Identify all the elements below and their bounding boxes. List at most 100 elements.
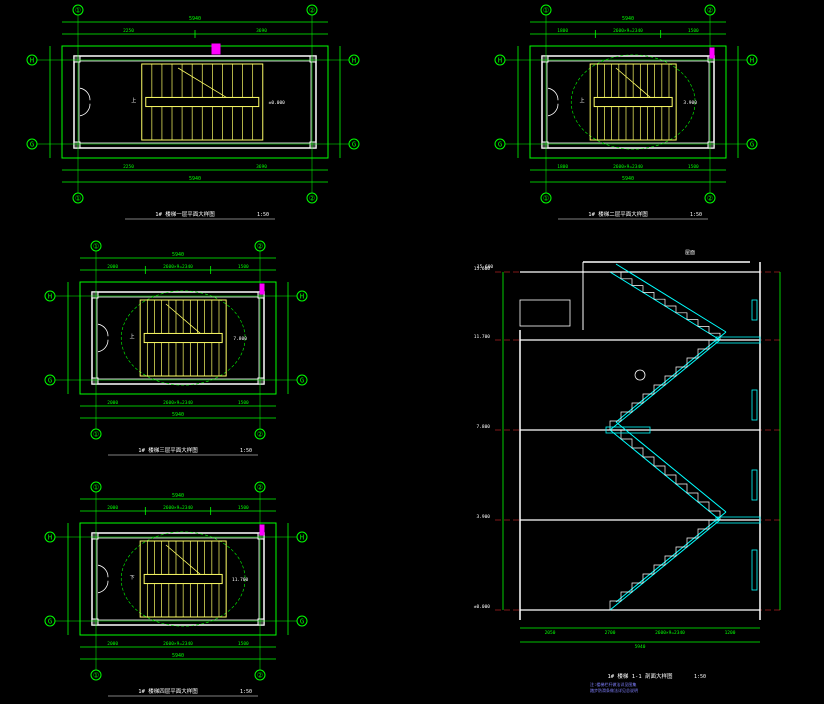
- plan-boundary: [529, 45, 727, 159]
- axis-bubble-top-left-label: ①: [93, 484, 99, 492]
- level-elevation: ±0.000: [474, 604, 491, 610]
- plan-boundary: [79, 522, 277, 636]
- section-scale: 1:50: [694, 674, 706, 680]
- structural-column: [309, 141, 317, 149]
- plan-boundary: [79, 281, 277, 395]
- plan-scale: 1:50: [240, 448, 252, 454]
- plan-wall-outer: [91, 532, 265, 626]
- structural-column: [73, 55, 81, 63]
- level-elevation: 3.900: [476, 514, 490, 520]
- door-swing: [97, 339, 109, 353]
- landing-slab: [605, 426, 651, 434]
- bottom-dimension: 1200: [725, 630, 736, 636]
- flight-handrail: [615, 331, 727, 423]
- section-cut-marker: [709, 47, 715, 59]
- stair-direction-label: 下: [130, 575, 135, 581]
- bottom-dimension: 2700: [605, 630, 616, 636]
- axis-bubble-left-top-label: H: [498, 57, 502, 65]
- dimension-part-top: 2000: [107, 264, 118, 270]
- plan-wall-outer: [73, 55, 317, 149]
- dimension-part-top: 1500: [238, 505, 249, 511]
- dimension-total-top: 5940: [189, 16, 201, 22]
- dimension-part-top: 2600×9=2340: [163, 505, 193, 511]
- structural-column: [309, 55, 317, 63]
- axis-bubble-left-top-label: H: [48, 293, 52, 301]
- axis-bubble-right-bottom-label: G: [750, 141, 754, 149]
- section-cut-marker: [259, 283, 265, 295]
- dimension-total-bottom: 5940: [172, 412, 184, 418]
- level-elevation: 11.700: [474, 334, 491, 340]
- dimension-part-bottom: 2600×9=2340: [613, 164, 643, 170]
- plan-boundary: [61, 45, 329, 159]
- axis-bubble-bottom-left-label: ①: [75, 195, 81, 203]
- roof-label: 屋面: [685, 250, 695, 256]
- section-note-2: 踏步防滑条做法详见总说明: [590, 687, 638, 693]
- plan-wall-inner: [96, 296, 260, 380]
- stair-handrail: [593, 96, 673, 108]
- landing-slab: [715, 336, 761, 344]
- axis-bubble-left-top-label: H: [30, 57, 34, 65]
- dimension-part-top: 2000: [107, 505, 118, 511]
- axis-bubble-bottom-left-label: ①: [93, 672, 99, 680]
- window: [751, 299, 758, 321]
- structural-column: [73, 141, 81, 149]
- axis-bubble-left-bottom-label: G: [498, 141, 502, 149]
- flight-steps: [609, 519, 720, 610]
- level-elevation: 15.600: [474, 266, 491, 272]
- plan-wall-inner: [96, 537, 260, 621]
- stair-flight: [141, 63, 264, 141]
- dimension-total-bottom: 5940: [189, 176, 201, 182]
- flight-steps: [609, 339, 720, 430]
- axis-bubble-right-top-label: H: [300, 293, 304, 301]
- axis-bubble-top-right-label: ②: [309, 7, 315, 15]
- section-note-1: 注:楼梯栏杆做法详见图集: [590, 681, 636, 687]
- stair-flight: [570, 54, 696, 150]
- stair-handrail: [143, 573, 223, 585]
- flight-handrail: [615, 421, 727, 513]
- bottom-dimension: 2050: [545, 630, 556, 636]
- dimension-part-bottom: 2600×9=2340: [163, 641, 193, 647]
- section-cut-marker: [259, 524, 265, 536]
- dimension-part-top: 1800: [557, 28, 568, 34]
- stair-flight: [120, 290, 246, 386]
- level-elevation: 7.800: [476, 424, 490, 430]
- turning-circle: [120, 290, 246, 386]
- flight-handrail: [615, 511, 727, 603]
- axis-bubble-bottom-left-label: ①: [93, 431, 99, 439]
- door-swing: [547, 87, 559, 101]
- dimension-total-top: 5940: [172, 493, 184, 499]
- axis-bubble-left-top-label: H: [48, 534, 52, 542]
- stair-break-line: [177, 67, 227, 98]
- axis-bubble-bottom-right-label: ②: [257, 672, 263, 680]
- axis-bubble-left-bottom-label: G: [30, 141, 34, 149]
- section-flight: [609, 421, 727, 521]
- floor-elevation-label: 7.800: [233, 336, 247, 342]
- dimension-total-top: 5940: [622, 16, 634, 22]
- dimension-part-top: 3690: [256, 28, 267, 34]
- plan-wall-outer: [91, 291, 265, 385]
- structural-column: [91, 291, 99, 299]
- stair-direction-label: 上: [580, 97, 585, 104]
- section-cut-marker: [211, 43, 221, 55]
- section-flight: [609, 263, 727, 341]
- axis-bubble-right-bottom-label: G: [300, 377, 304, 385]
- axis-bubble-top-left-label: ①: [75, 7, 81, 15]
- door-swing: [79, 103, 91, 117]
- dimension-part-bottom: 2250: [123, 164, 134, 170]
- dimension-part-bottom: 2000: [107, 400, 118, 406]
- section-caption: 1# 楼梯 1-1 剖面大样图: [608, 672, 673, 680]
- axis-bubble-top-right-label: ②: [257, 484, 263, 492]
- dimension-part-top: 1500: [688, 28, 699, 34]
- dimension-part-bottom: 1500: [238, 641, 249, 647]
- plan-scale: 1:50: [240, 689, 252, 695]
- dimension-part-bottom: 3690: [256, 164, 267, 170]
- floor-elevation-label: 3.900: [683, 100, 697, 106]
- detail-callout-circle: [634, 369, 646, 381]
- dimension-part-bottom: 1500: [238, 400, 249, 406]
